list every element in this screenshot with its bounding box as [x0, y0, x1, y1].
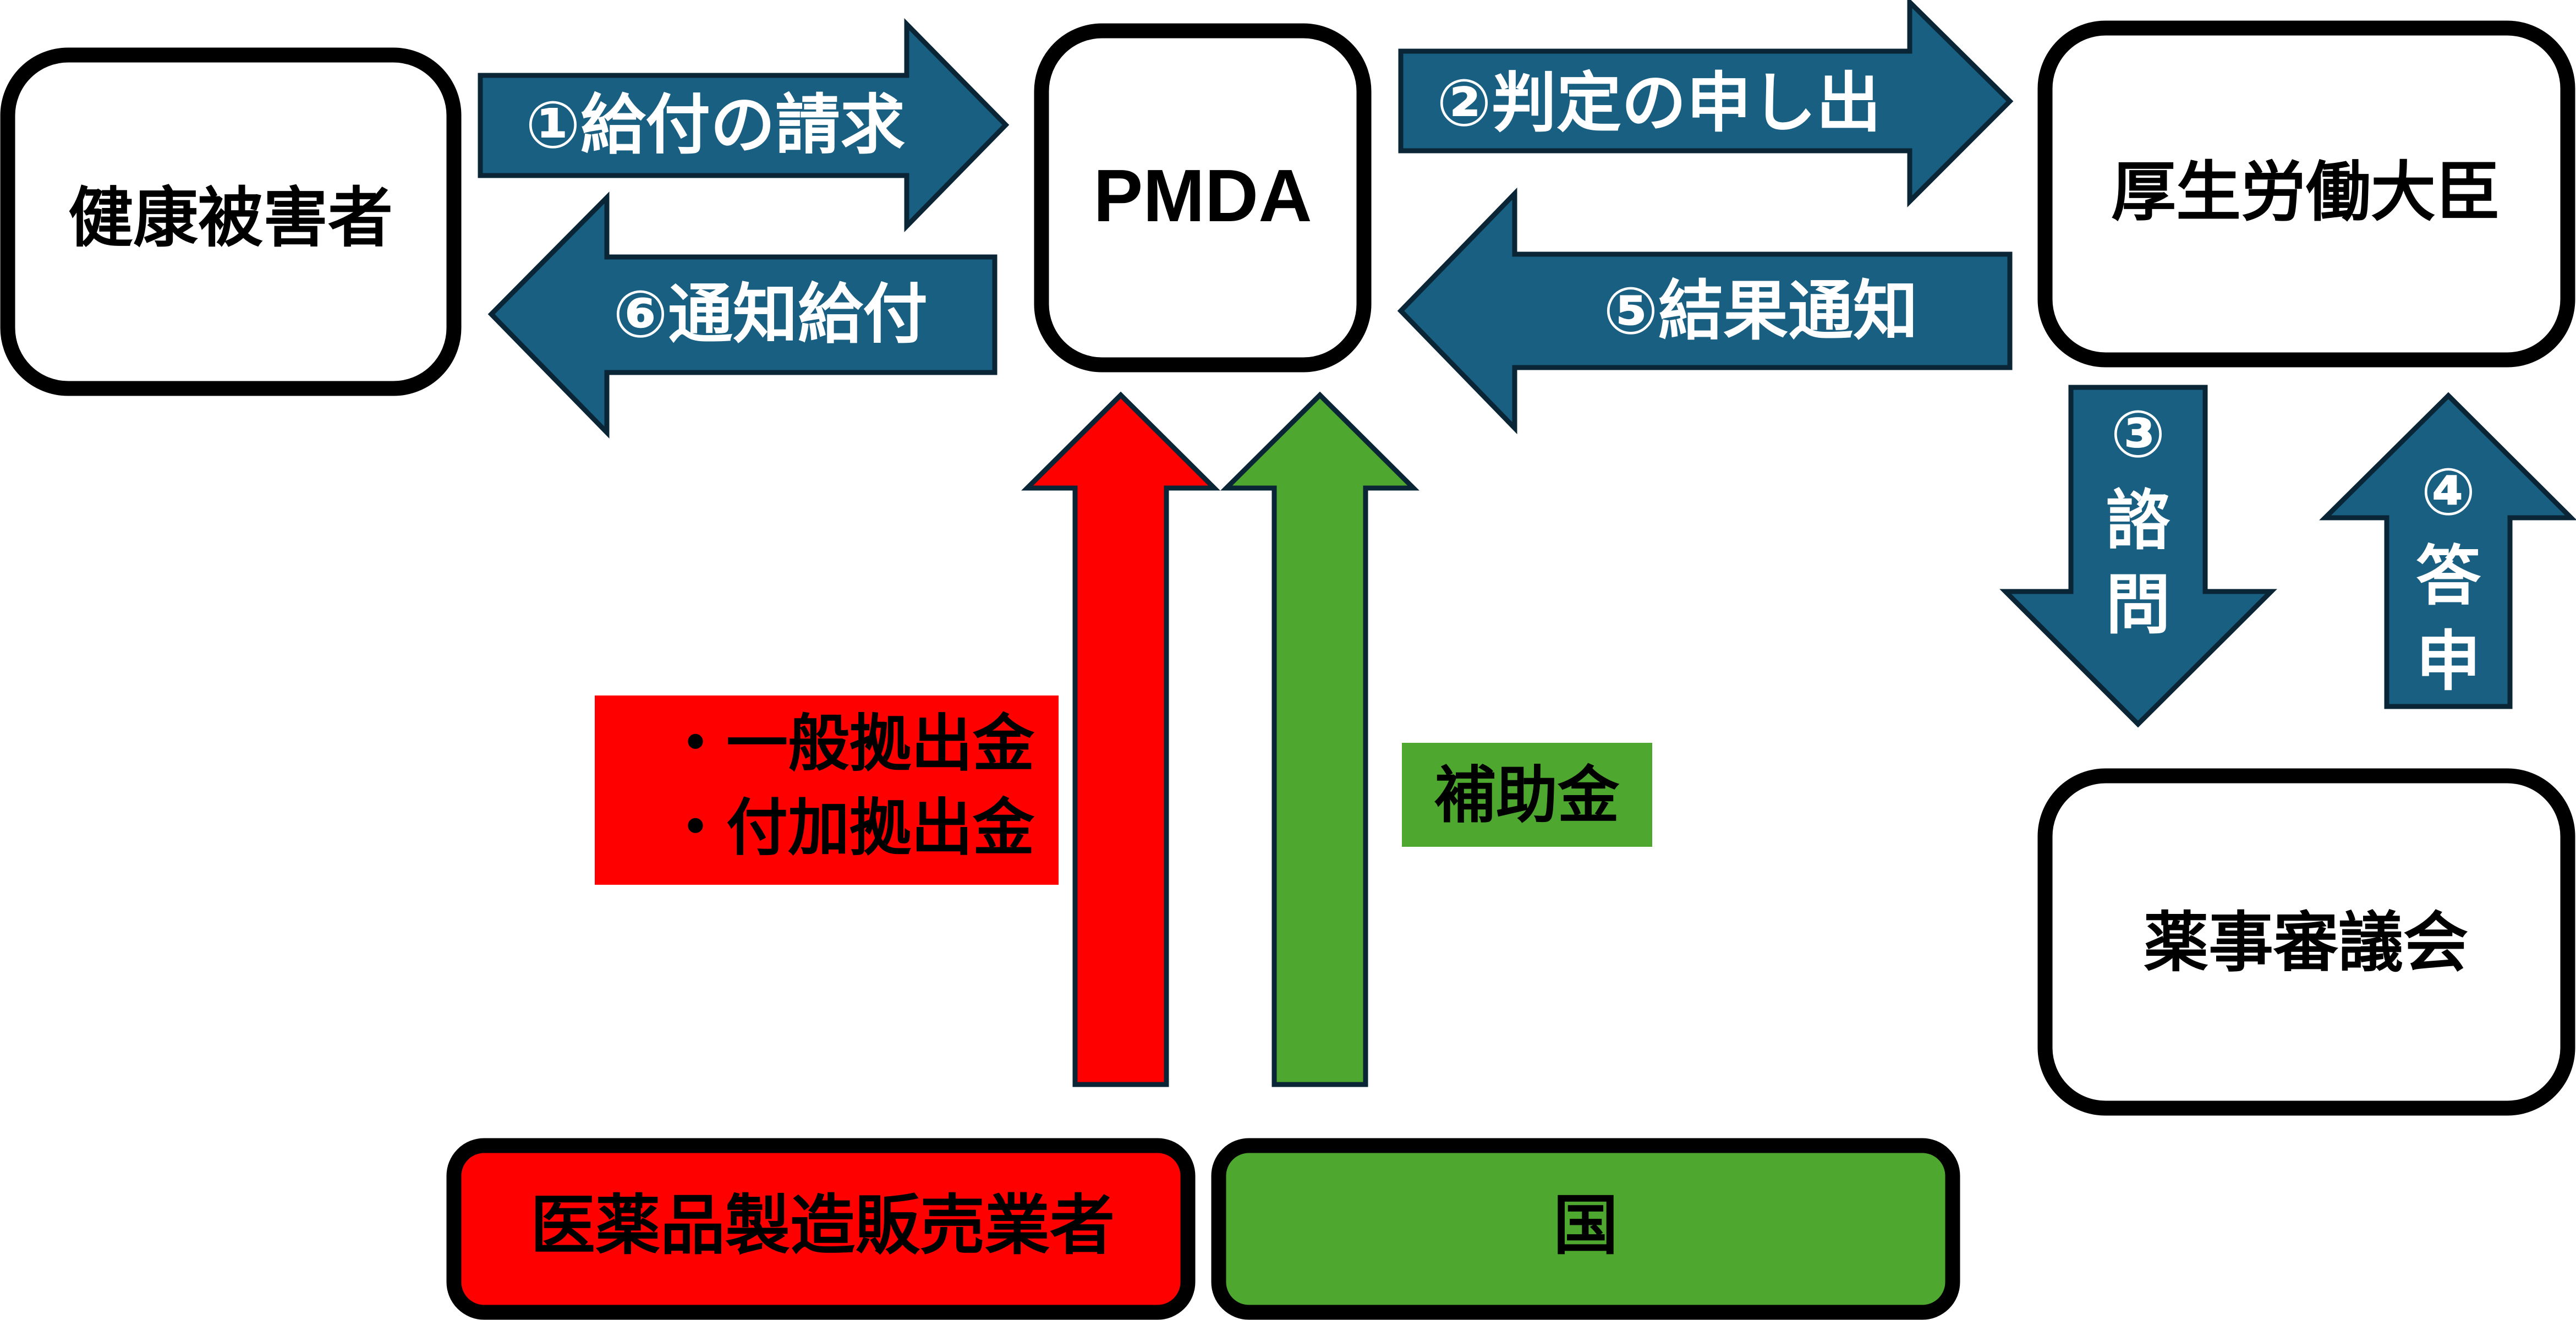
contribution-additional: ・付加拠出金: [665, 792, 1035, 864]
step-6-number: ⑥: [613, 276, 668, 352]
step-5-number: ⑤: [1603, 273, 1658, 349]
contribution-general: ・一般拠出金: [665, 708, 1035, 780]
arrow-step-2-text: ②判定の申し出: [1437, 65, 1881, 141]
step-4-number: ④: [2421, 454, 2476, 530]
arrow-step-1-text: ①給付の請求: [525, 87, 905, 163]
arrow-step-6: ⑥通知給付: [487, 191, 997, 439]
arrow-right-icon: [1398, 0, 2014, 207]
arrow-left-icon: [487, 191, 997, 439]
arrow-step-4: ④ 答 申: [2319, 392, 2576, 709]
label-industry-bg: [595, 695, 1059, 885]
node-victim-label: 健康被害者: [68, 180, 393, 256]
arrow-up-icon: [1220, 391, 1419, 1087]
arrow-step-3: ③ 諮 問: [1999, 385, 2277, 728]
step-3-number: ③: [2111, 396, 2166, 472]
arrow-step-1: ①給付の請求: [478, 18, 1010, 233]
step-2-label: 判定の申し出: [1492, 65, 1881, 141]
node-victim-box: [0, 47, 462, 396]
node-pmda-label: PMDA: [1093, 154, 1312, 237]
arrow-government-funding: [1220, 391, 1419, 1087]
step-5-label: 結果通知: [1658, 273, 1918, 349]
node-council-label: 薬事審議会: [2144, 905, 2468, 981]
step-4-char-1: 答: [2416, 538, 2481, 614]
step-1-label: 給付の請求: [580, 87, 905, 163]
step-1-number: ①: [525, 87, 580, 163]
arrow-up-icon: [1021, 391, 1220, 1087]
node-council: 薬事審議会: [2037, 768, 2575, 1116]
node-council-box: [2037, 768, 2575, 1116]
arrow-step-2: ②判定の申し出: [1398, 0, 2014, 207]
node-government-box: [1211, 1138, 1960, 1320]
node-manufacturers-label: 医薬品製造販売業者: [530, 1187, 1115, 1263]
node-manufacturers: 医薬品製造販売業者: [446, 1138, 1196, 1320]
step-3-char-2: 問: [2106, 567, 2171, 643]
node-pmda: PMDA: [1034, 23, 1372, 373]
arrow-left-icon: [1397, 187, 2013, 435]
node-minister-box: [2037, 20, 2575, 368]
node-victim: 健康被害者: [0, 47, 462, 396]
step-3-char-1: 諮: [2106, 483, 2171, 558]
node-government-label: 国: [1553, 1187, 1618, 1263]
step-6-label: 通知給付: [668, 276, 928, 352]
node-minister-label: 厚生労働大臣: [2111, 154, 2501, 230]
node-manufacturers-box: [446, 1138, 1196, 1320]
node-minister: 厚生労働大臣: [2037, 20, 2575, 368]
arrow-step-6-text: ⑥通知給付: [613, 276, 928, 352]
node-government: 国: [1211, 1138, 1960, 1320]
arrow-step-5: ⑤結果通知: [1397, 187, 2013, 435]
label-industry-contributions: ・一般拠出金 ・付加拠出金: [595, 695, 1059, 885]
node-pmda-box: [1034, 23, 1372, 373]
label-government-bg: [1402, 743, 1652, 847]
arrow-up-icon: [2319, 392, 2576, 709]
step-2-number: ②: [1437, 65, 1492, 141]
arrow-industry-funding: [1021, 391, 1220, 1087]
arrow-right-icon: [478, 18, 1010, 233]
label-government-subsidy: 補助金: [1402, 743, 1652, 847]
arrow-down-icon: [1999, 385, 2277, 728]
step-4-char-2: 申: [2416, 623, 2481, 699]
subsidy-label: 補助金: [1434, 760, 1620, 831]
arrow-step-5-text: ⑤結果通知: [1603, 273, 1918, 349]
